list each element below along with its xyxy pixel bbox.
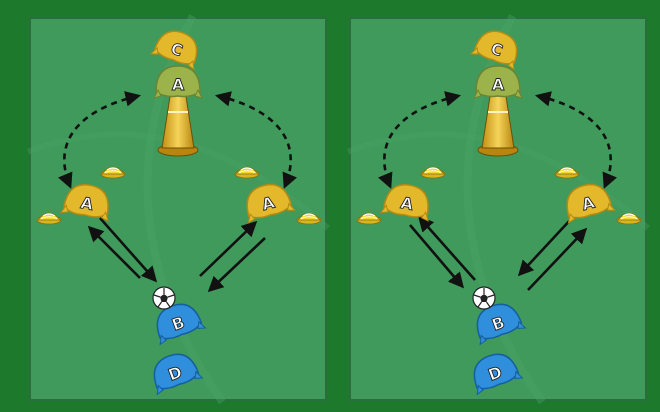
pass-arrow-right-out [199, 220, 258, 277]
dashed-arrow-left [378, 91, 462, 189]
disc-marker [356, 212, 382, 225]
player-c-0: C [149, 30, 198, 71]
player-a-2: A [59, 184, 110, 222]
player-d-5: D [473, 353, 524, 396]
player-d-5: D [153, 353, 204, 396]
player-c-0: C [469, 30, 518, 71]
soccer-ball [472, 286, 496, 310]
pass-arrow-left-in [87, 225, 141, 279]
pass-arrow-right-in [527, 227, 588, 291]
player-a-1: A [473, 65, 523, 99]
player-b-4: B [476, 303, 527, 346]
player-label: A [399, 193, 415, 214]
pass-arrow-left-out [99, 217, 158, 283]
pass-arrow-left-in [409, 224, 465, 289]
player-b-4: B [156, 303, 207, 346]
pass-arrow-right-out [517, 217, 573, 277]
player-a-2: A [379, 184, 430, 222]
player-label: A [172, 75, 185, 94]
dashed-arrow-right [534, 91, 617, 189]
dashed-arrow-left [58, 91, 142, 189]
dashed-arrow-right [214, 91, 297, 189]
soccer-ball [152, 286, 176, 310]
pass-arrow-left-out [417, 215, 476, 281]
player-a-1: A [153, 65, 203, 99]
player-label: A [79, 193, 95, 214]
player-label: A [492, 75, 505, 94]
disc-marker [36, 212, 62, 225]
player-a-3: A [246, 183, 296, 224]
pass-arrow-right-in [207, 237, 266, 293]
disc-marker [296, 212, 322, 225]
disc-marker [616, 212, 642, 225]
